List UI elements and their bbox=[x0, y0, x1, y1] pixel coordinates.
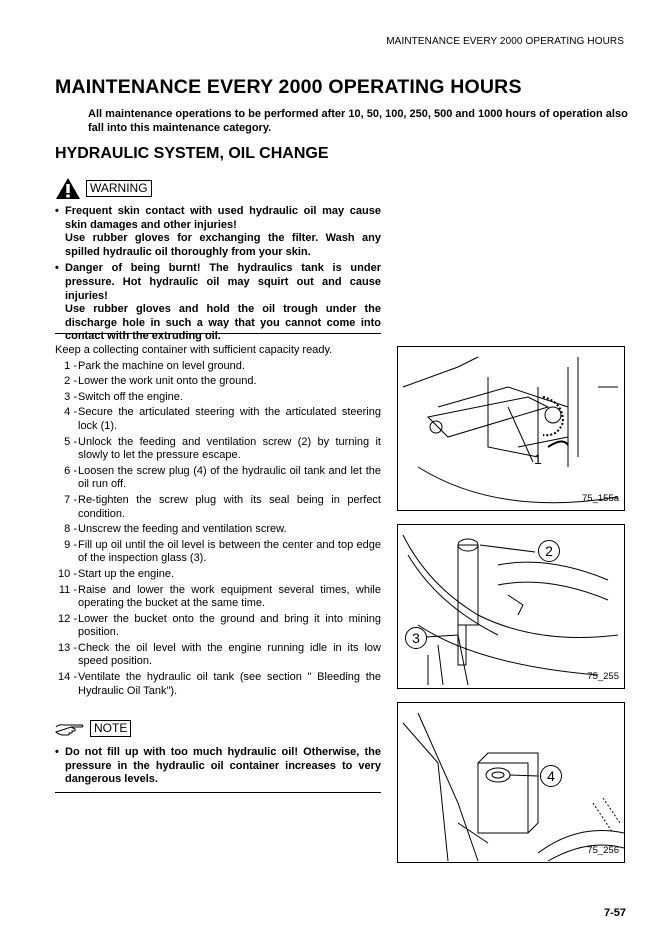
warning-item: •Danger of being burnt! The hydraulics t… bbox=[55, 262, 381, 343]
step-text: Raise and lower the work equipment sever… bbox=[78, 583, 381, 610]
step-text: Start up the engine. bbox=[78, 567, 175, 580]
step-number: 10 - bbox=[58, 567, 77, 580]
procedure-step: 6 -Loosen the screw plug (4) of the hydr… bbox=[55, 465, 381, 492]
procedure-step: 8 -Unscrew the feeding and ventilation s… bbox=[55, 523, 381, 537]
warning-header: WARNING bbox=[55, 177, 381, 200]
step-number: 11 - bbox=[58, 583, 77, 596]
pointing-hand-icon bbox=[55, 723, 84, 735]
step-number: 2 - bbox=[64, 375, 77, 388]
procedure-step: 5 -Unlock the feeding and ventilation sc… bbox=[55, 436, 381, 463]
warning-label: WARNING bbox=[86, 180, 152, 197]
callout-3: 3 bbox=[405, 627, 427, 649]
figure-id: 75_255 bbox=[587, 671, 619, 682]
note-label: NOTE bbox=[90, 720, 132, 737]
step-text: Unscrew the feeding and ventilation scre… bbox=[78, 523, 287, 536]
figure-ventilation-screw: 2 3 75_255 bbox=[397, 524, 625, 689]
figure-steering-lock: 1 75_155a bbox=[397, 346, 625, 511]
note-text: Do not fill up with too much hydraulic o… bbox=[65, 746, 381, 786]
procedure-step: 10 -Start up the engine. bbox=[55, 568, 381, 582]
hydraulic-tank-illustration bbox=[402, 534, 619, 686]
figure-id: 75_256 bbox=[587, 845, 619, 856]
step-number: 6 - bbox=[64, 464, 77, 477]
step-number: 12 - bbox=[58, 612, 77, 625]
step-number: 5 - bbox=[64, 435, 77, 448]
step-number: 8 - bbox=[64, 523, 77, 536]
page-number: 7-57 bbox=[603, 907, 626, 919]
figure-id: 75_155a bbox=[582, 493, 619, 504]
callout-1: 1 bbox=[534, 451, 542, 467]
callout-2: 2 bbox=[538, 540, 560, 562]
figure-screw-plug: 4 75_256 bbox=[397, 702, 625, 863]
step-text: Park the machine on level ground. bbox=[78, 359, 245, 372]
procedure-step: 14 -Ventilate the hydraulic oil tank (se… bbox=[55, 671, 381, 698]
warning-item: •Frequent skin contact with used hydraul… bbox=[55, 205, 381, 258]
procedure-step: 12 -Lower the bucket onto the ground and… bbox=[55, 613, 381, 640]
note-header: NOTE bbox=[55, 720, 381, 737]
procedure-step: 1 -Park the machine on level ground. bbox=[55, 360, 381, 374]
procedure-lead: Keep a collecting container with suffici… bbox=[55, 344, 333, 356]
procedure-step: 4 -Secure the articulated steering with … bbox=[55, 406, 381, 433]
warning-list: •Frequent skin contact with used hydraul… bbox=[55, 205, 381, 347]
step-number: 7 - bbox=[64, 493, 77, 506]
procedure-step: 13 -Check the oil level with the engine … bbox=[55, 642, 381, 669]
divider bbox=[55, 333, 381, 334]
step-text: Lower the work unit onto the ground. bbox=[78, 375, 257, 388]
warning-triangle-icon bbox=[56, 178, 80, 199]
procedure-step: 3 -Switch off the engine. bbox=[55, 391, 381, 405]
step-text: Fill up oil until the oil level is betwe… bbox=[78, 538, 381, 565]
steering-lock-illustration bbox=[402, 356, 619, 504]
step-number: 14 - bbox=[58, 671, 77, 684]
intro-text: All maintenance operations to be perform… bbox=[88, 108, 628, 134]
step-text: Ventilate the hydraulic oil tank (see se… bbox=[78, 671, 381, 697]
step-number: 1 - bbox=[64, 359, 77, 372]
note-list: •Do not fill up with too much hydraulic … bbox=[55, 746, 381, 790]
procedure-step: 2 -Lower the work unit onto the ground. bbox=[55, 375, 381, 389]
procedure-step: 7 -Re-tighten the screw plug with its se… bbox=[55, 494, 381, 521]
page-title: MAINTENANCE EVERY 2000 OPERATING HOURS bbox=[55, 76, 522, 98]
procedure: Keep a collecting container with suffici… bbox=[55, 344, 381, 698]
step-text: Check the oil level with the engine runn… bbox=[78, 641, 381, 668]
step-text: Loosen the screw plug (4) of the hydraul… bbox=[78, 464, 381, 491]
step-number: 13 - bbox=[58, 641, 77, 654]
warning-text: Danger of being burnt! The hydraulics ta… bbox=[65, 262, 381, 302]
step-text: Unlock the feeding and ventilation screw… bbox=[78, 435, 381, 462]
running-header: MAINTENANCE EVERY 2000 OPERATING HOURS bbox=[386, 36, 624, 47]
step-text: Secure the articulated steering with the… bbox=[78, 406, 381, 432]
step-number: 3 - bbox=[64, 390, 77, 403]
step-text: Switch off the engine. bbox=[78, 390, 183, 403]
step-text: Lower the bucket onto the ground and bri… bbox=[78, 612, 381, 639]
warning-text: Frequent skin contact with used hydrauli… bbox=[65, 205, 381, 231]
warning-instruction: Use rubber gloves and hold the oil troug… bbox=[65, 303, 381, 343]
procedure-step: 9 -Fill up oil until the oil level is be… bbox=[55, 539, 381, 566]
callout-4: 4 bbox=[540, 765, 562, 787]
tank-plug-illustration bbox=[402, 712, 625, 862]
section-title: HYDRAULIC SYSTEM, OIL CHANGE bbox=[55, 145, 329, 162]
step-text: Re-tighten the screw plug with its seal … bbox=[78, 493, 381, 520]
step-number: 4 - bbox=[64, 406, 77, 419]
note-item: •Do not fill up with too much hydraulic … bbox=[55, 746, 381, 786]
step-number: 9 - bbox=[64, 538, 77, 551]
divider bbox=[55, 792, 381, 793]
warning-instruction: Use rubber gloves for exchanging the fil… bbox=[65, 232, 381, 258]
procedure-step: 11 -Raise and lower the work equipment s… bbox=[55, 584, 381, 611]
